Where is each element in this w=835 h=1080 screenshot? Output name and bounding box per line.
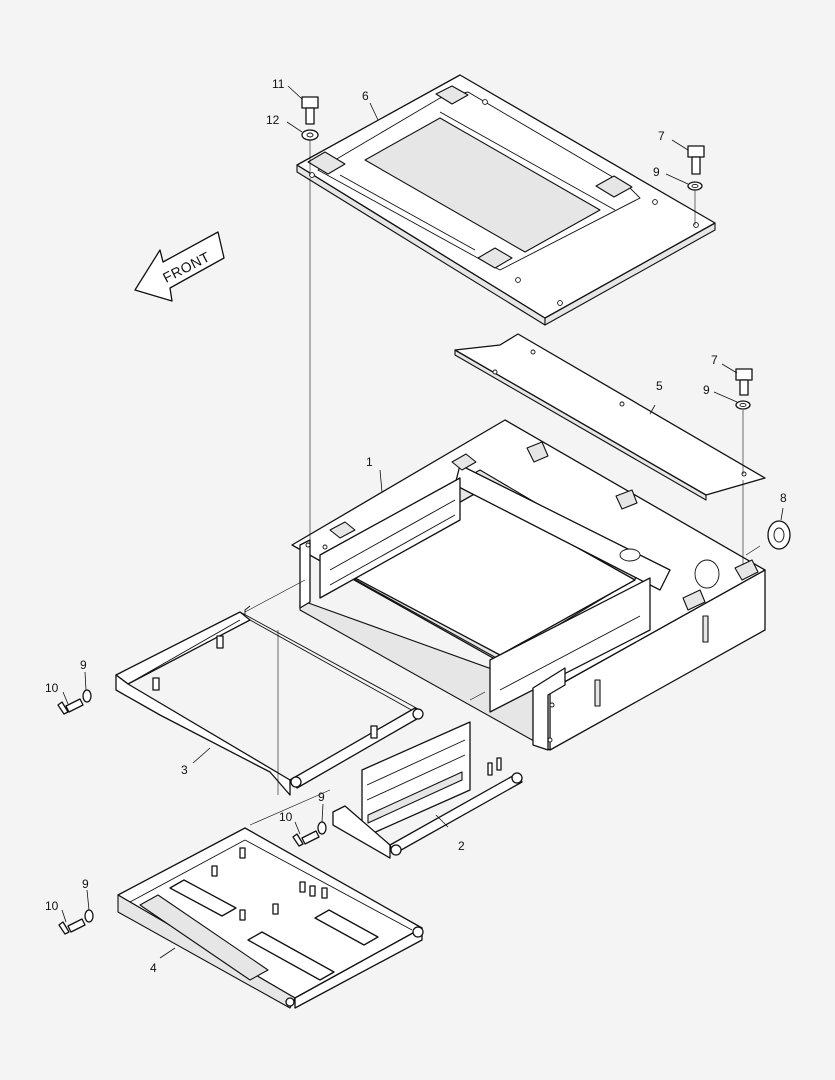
bolt-10-middle-icon	[292, 821, 327, 847]
callout-12: 12	[266, 113, 280, 127]
assembly-lines	[244, 140, 761, 826]
bolt-7-top-icon	[687, 145, 705, 175]
callout-labels: 1 2 3 4 5 6 7 7 8 9 9 9 9 9 10 10 10 11 …	[45, 77, 787, 975]
part-1-frame	[291, 419, 766, 751]
part-5-plate	[454, 333, 766, 501]
hardware	[57, 96, 753, 935]
callout-9-top: 9	[653, 165, 660, 179]
callout-10-upper-left: 10	[45, 681, 59, 695]
part-8-grommet	[767, 520, 791, 550]
callout-7-top: 7	[658, 129, 665, 143]
callout-2: 2	[458, 839, 465, 853]
front-arrow: FRONT	[134, 231, 225, 302]
callout-9-right: 9	[703, 383, 710, 397]
callout-9-lower-left: 9	[82, 877, 89, 891]
callout-4: 4	[150, 961, 157, 975]
callout-8: 8	[780, 491, 787, 505]
callout-9-upper-left: 9	[80, 658, 87, 672]
part-6-top-cover	[296, 74, 716, 326]
callout-10-middle: 10	[279, 810, 293, 824]
callout-1: 1	[366, 455, 373, 469]
callout-10-lower-left: 10	[45, 899, 59, 913]
bolt-7-right-icon	[735, 368, 753, 396]
callout-3: 3	[181, 763, 188, 777]
callout-6: 6	[362, 89, 369, 103]
washer-12-icon	[301, 129, 319, 141]
washer-9-right-icon	[735, 400, 751, 410]
bolt-11-icon	[301, 96, 319, 125]
part-3-bracket	[115, 605, 424, 796]
callout-7-right: 7	[711, 353, 718, 367]
callout-9-middle: 9	[318, 790, 325, 804]
bolt-10-lower-icon	[58, 909, 94, 935]
washer-9-top-icon	[687, 181, 703, 191]
callout-leaders	[61, 85, 784, 959]
part-2-bracket	[332, 721, 523, 859]
callout-11: 11	[272, 77, 285, 91]
bolt-10-upper-icon	[57, 689, 92, 715]
callout-5: 5	[656, 379, 663, 393]
part-4-tray	[117, 827, 424, 1009]
